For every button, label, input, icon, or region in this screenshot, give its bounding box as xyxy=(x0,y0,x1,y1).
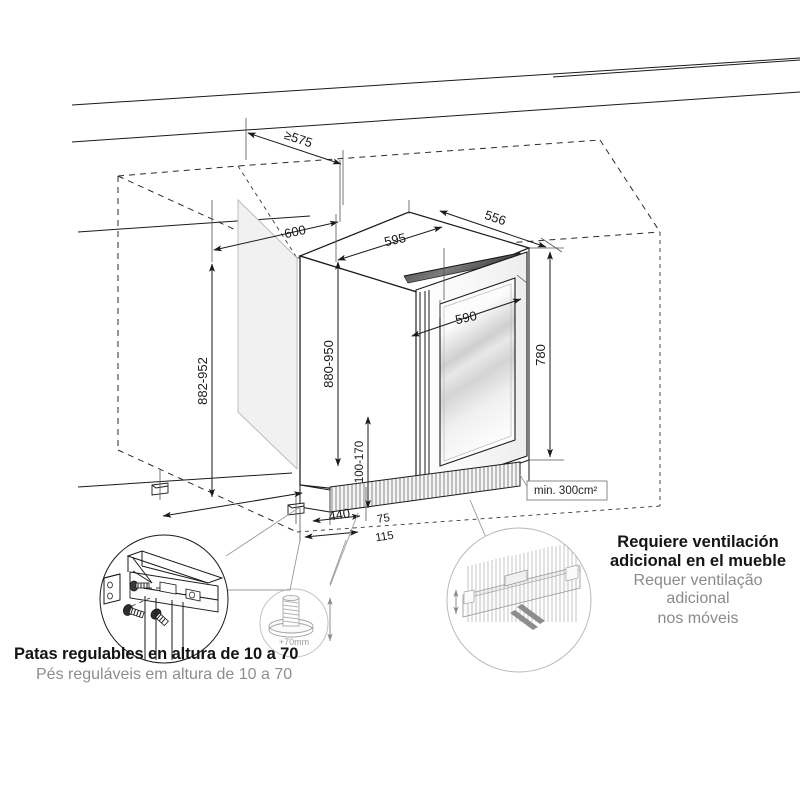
dim-label-base-depth: 440 xyxy=(327,505,351,523)
dim-niche-width: 600 xyxy=(211,160,341,262)
caption-legs-pt: Pés reguláveis em altura de 10 a 70 xyxy=(36,666,293,683)
callout-label-ventilation-area: min. 300cm² xyxy=(534,485,597,497)
dim-glass-width: 590 xyxy=(411,274,528,337)
callout-ventilation-area: min. 300cm² xyxy=(519,474,608,501)
leader-lines xyxy=(225,506,359,587)
dim-label-appliance-height: 880-950 xyxy=(321,340,336,388)
detail-bracket-circle xyxy=(99,534,301,664)
dim-offset-115: 115 xyxy=(299,507,395,545)
caption-legs-es: Patas regulables en altura de 10 a 70 xyxy=(14,645,299,663)
niche-rear-panel xyxy=(237,198,298,471)
dim-niche-height: 882-952 xyxy=(195,263,215,498)
dim-label-plinth-height: 100-170 xyxy=(354,441,366,483)
room-wall-lines xyxy=(71,57,800,488)
dim-label-offset-75: 75 xyxy=(376,512,391,526)
caption-vent-pt-line1: Requer ventilação adicional xyxy=(633,571,763,608)
dim-door-height: 780 xyxy=(529,247,564,461)
dim-label-niche-depth: ≥575 xyxy=(282,127,314,150)
caption-adjustable-legs: Patas regulables en altura de 10 a 70 Pé… xyxy=(14,645,314,684)
caption-vent-es-line1: Requiere ventilación xyxy=(617,533,779,551)
dim-plinth-height: 100-170 xyxy=(354,416,371,509)
airflow-arrows xyxy=(510,604,545,630)
detail-grille-circle xyxy=(446,499,592,673)
caption-ventilation: Requiere ventilación adicional en el mue… xyxy=(600,533,796,628)
dim-appliance-width: 595 xyxy=(335,214,445,300)
dim-appliance-depth: 556 xyxy=(408,200,563,253)
dim-label-niche-width: 600 xyxy=(283,222,307,241)
dim-label-appliance-depth: 556 xyxy=(483,207,508,228)
caption-vent-es-line2: adicional en el mueble xyxy=(609,551,787,570)
dim-appliance-height: 880-950 xyxy=(321,261,341,467)
dim-label-offset-115: 115 xyxy=(375,530,395,545)
dim-label-niche-height: 882-952 xyxy=(195,357,210,405)
dim-label-appliance-width: 595 xyxy=(383,230,407,249)
dim-label-door-height: 780 xyxy=(533,344,548,366)
adjustable-feet xyxy=(151,482,305,516)
dim-offset-75: 75 xyxy=(312,487,391,526)
caption-vent-pt-line2: nos móveis xyxy=(657,609,739,627)
callout-label-foot-adjust: +70mm xyxy=(279,637,309,647)
detail-foot-circle: +70mm xyxy=(259,539,347,658)
dim-label-glass-width: 590 xyxy=(454,308,478,327)
